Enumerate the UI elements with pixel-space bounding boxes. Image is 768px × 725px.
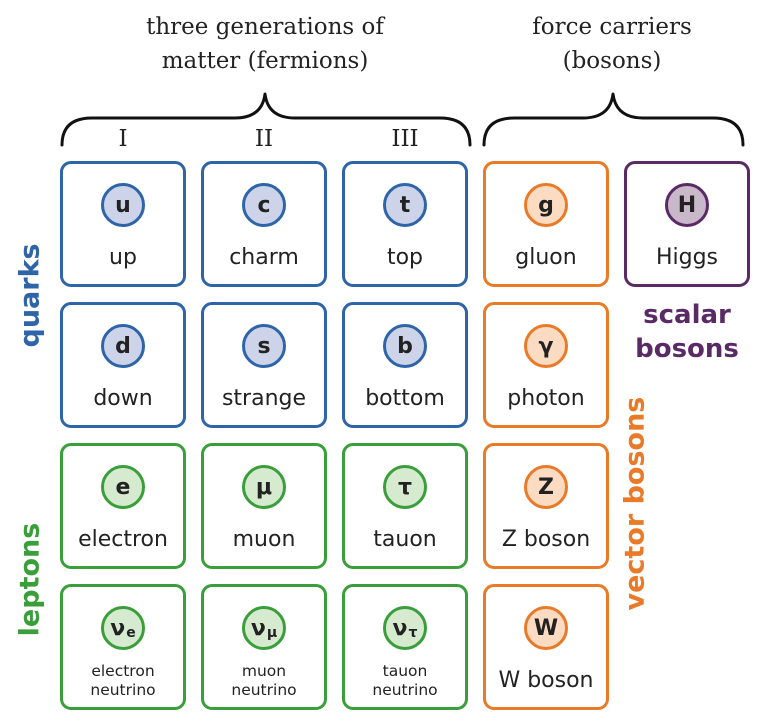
symbol-text: γ (538, 333, 554, 359)
symbol-text: W (533, 615, 559, 641)
particle-card-gluon: g gluon (483, 161, 609, 287)
particle-name: tauon (373, 527, 437, 552)
bosons-header-line-1: force carriers (532, 14, 692, 40)
symbol-text: s (257, 333, 271, 359)
symbol-text: ν (250, 615, 266, 641)
symbol-text: H (677, 192, 697, 218)
quarks-label: quarks (14, 243, 46, 348)
particle-name: strange (221, 386, 307, 411)
fermions-header-line-1: three generations of (146, 14, 384, 40)
particle-name-line-1: electron (91, 662, 155, 680)
particle-name-line-1: tauon (382, 662, 428, 680)
particle-symbol: H (665, 183, 709, 227)
particle-name: down (93, 386, 153, 411)
symbol-text: e (115, 474, 131, 500)
particle-name: W boson (498, 668, 594, 693)
particle-name: muon neutrino (204, 662, 324, 700)
leptons-label: leptons (14, 522, 46, 637)
symbol-subscript: τ (408, 625, 418, 641)
particle-card-muon: μ muon (201, 443, 327, 569)
particle-card-top: t top (342, 161, 468, 287)
symbol-text: ν (110, 615, 126, 641)
particle-symbol: e (101, 465, 145, 509)
particle-symbol: μ (242, 465, 286, 509)
symbol-text: μ (255, 474, 273, 500)
particle-card-up: u up (60, 161, 186, 287)
symbol-text: c (257, 192, 271, 218)
particle-symbol: b (383, 324, 427, 368)
particle-symbol: W (524, 606, 568, 650)
particle-name-line-2: neutrino (90, 681, 156, 699)
particle-name: muon (232, 527, 296, 552)
particle-name: tauon neutrino (345, 662, 465, 700)
bosons-header-line-2: (bosons) (562, 48, 662, 74)
particle-card-down: d down (60, 302, 186, 428)
symbol-subscript: e (126, 625, 136, 641)
symbol-text: τ (397, 474, 413, 500)
particle-symbol: d (101, 324, 145, 368)
particle-name: photon (507, 386, 585, 411)
scalar-bosons-label-line-1: scalar (643, 300, 731, 330)
particle-symbol: t (383, 183, 427, 227)
symbol-text: t (399, 192, 411, 218)
particle-card-higgs: H Higgs (624, 161, 750, 287)
particle-card-tauon: τ tauon (342, 443, 468, 569)
generation-label-1: I (118, 126, 128, 152)
particle-card-w-boson: W W boson (483, 584, 609, 710)
generation-label-3: III (391, 126, 419, 152)
vector-bosons-label: vector bosons (619, 396, 651, 611)
particle-symbol: s (242, 324, 286, 368)
particle-name: up (109, 245, 137, 270)
particle-name-line-1: muon (241, 662, 287, 680)
particle-name: electron neutrino (63, 662, 183, 700)
particle-name: charm (229, 245, 299, 270)
symbol-subscript: μ (266, 625, 278, 641)
fermions-brace (60, 92, 472, 147)
particle-card-strange: s strange (201, 302, 327, 428)
particle-name: electron (78, 527, 168, 552)
scalar-bosons-label-line-2: bosons (635, 334, 739, 364)
particle-symbol: c (242, 183, 286, 227)
symbol-text: b (397, 333, 413, 359)
particle-symbol: u (101, 183, 145, 227)
particle-name: top (386, 245, 424, 270)
particle-symbol: γ (524, 324, 568, 368)
particle-name: Z boson (501, 527, 591, 552)
particle-card-photon: γ photon (483, 302, 609, 428)
symbol-text: u (115, 192, 131, 218)
particle-card-bottom: b bottom (342, 302, 468, 428)
particle-symbol: Z (524, 465, 568, 509)
particle-name-line-2: neutrino (231, 681, 297, 699)
particle-card-charm: c charm (201, 161, 327, 287)
particle-card-z-boson: Z Z boson (483, 443, 609, 569)
generation-label-2: II (254, 126, 274, 152)
bosons-brace (482, 92, 745, 147)
symbol-text: d (115, 333, 131, 359)
particle-card-electron: e electron (60, 443, 186, 569)
bosons-header: force carriers (bosons) (482, 10, 742, 78)
grouping-braces (60, 92, 745, 147)
symbol-text: g (538, 192, 554, 218)
particle-name: gluon (515, 245, 577, 270)
particle-name: Higgs (655, 245, 719, 270)
fermions-header: three generations of matter (fermions) (60, 10, 470, 78)
fermions-header-line-2: matter (fermions) (161, 48, 369, 74)
particle-symbol: g (524, 183, 568, 227)
scalar-bosons-label: scalar bosons (620, 298, 754, 366)
symbol-text: ν (392, 615, 408, 641)
particle-name: bottom (365, 386, 445, 411)
particle-symbol: τ (383, 465, 427, 509)
particle-name-line-2: neutrino (372, 681, 438, 699)
symbol-text: Z (538, 474, 554, 500)
